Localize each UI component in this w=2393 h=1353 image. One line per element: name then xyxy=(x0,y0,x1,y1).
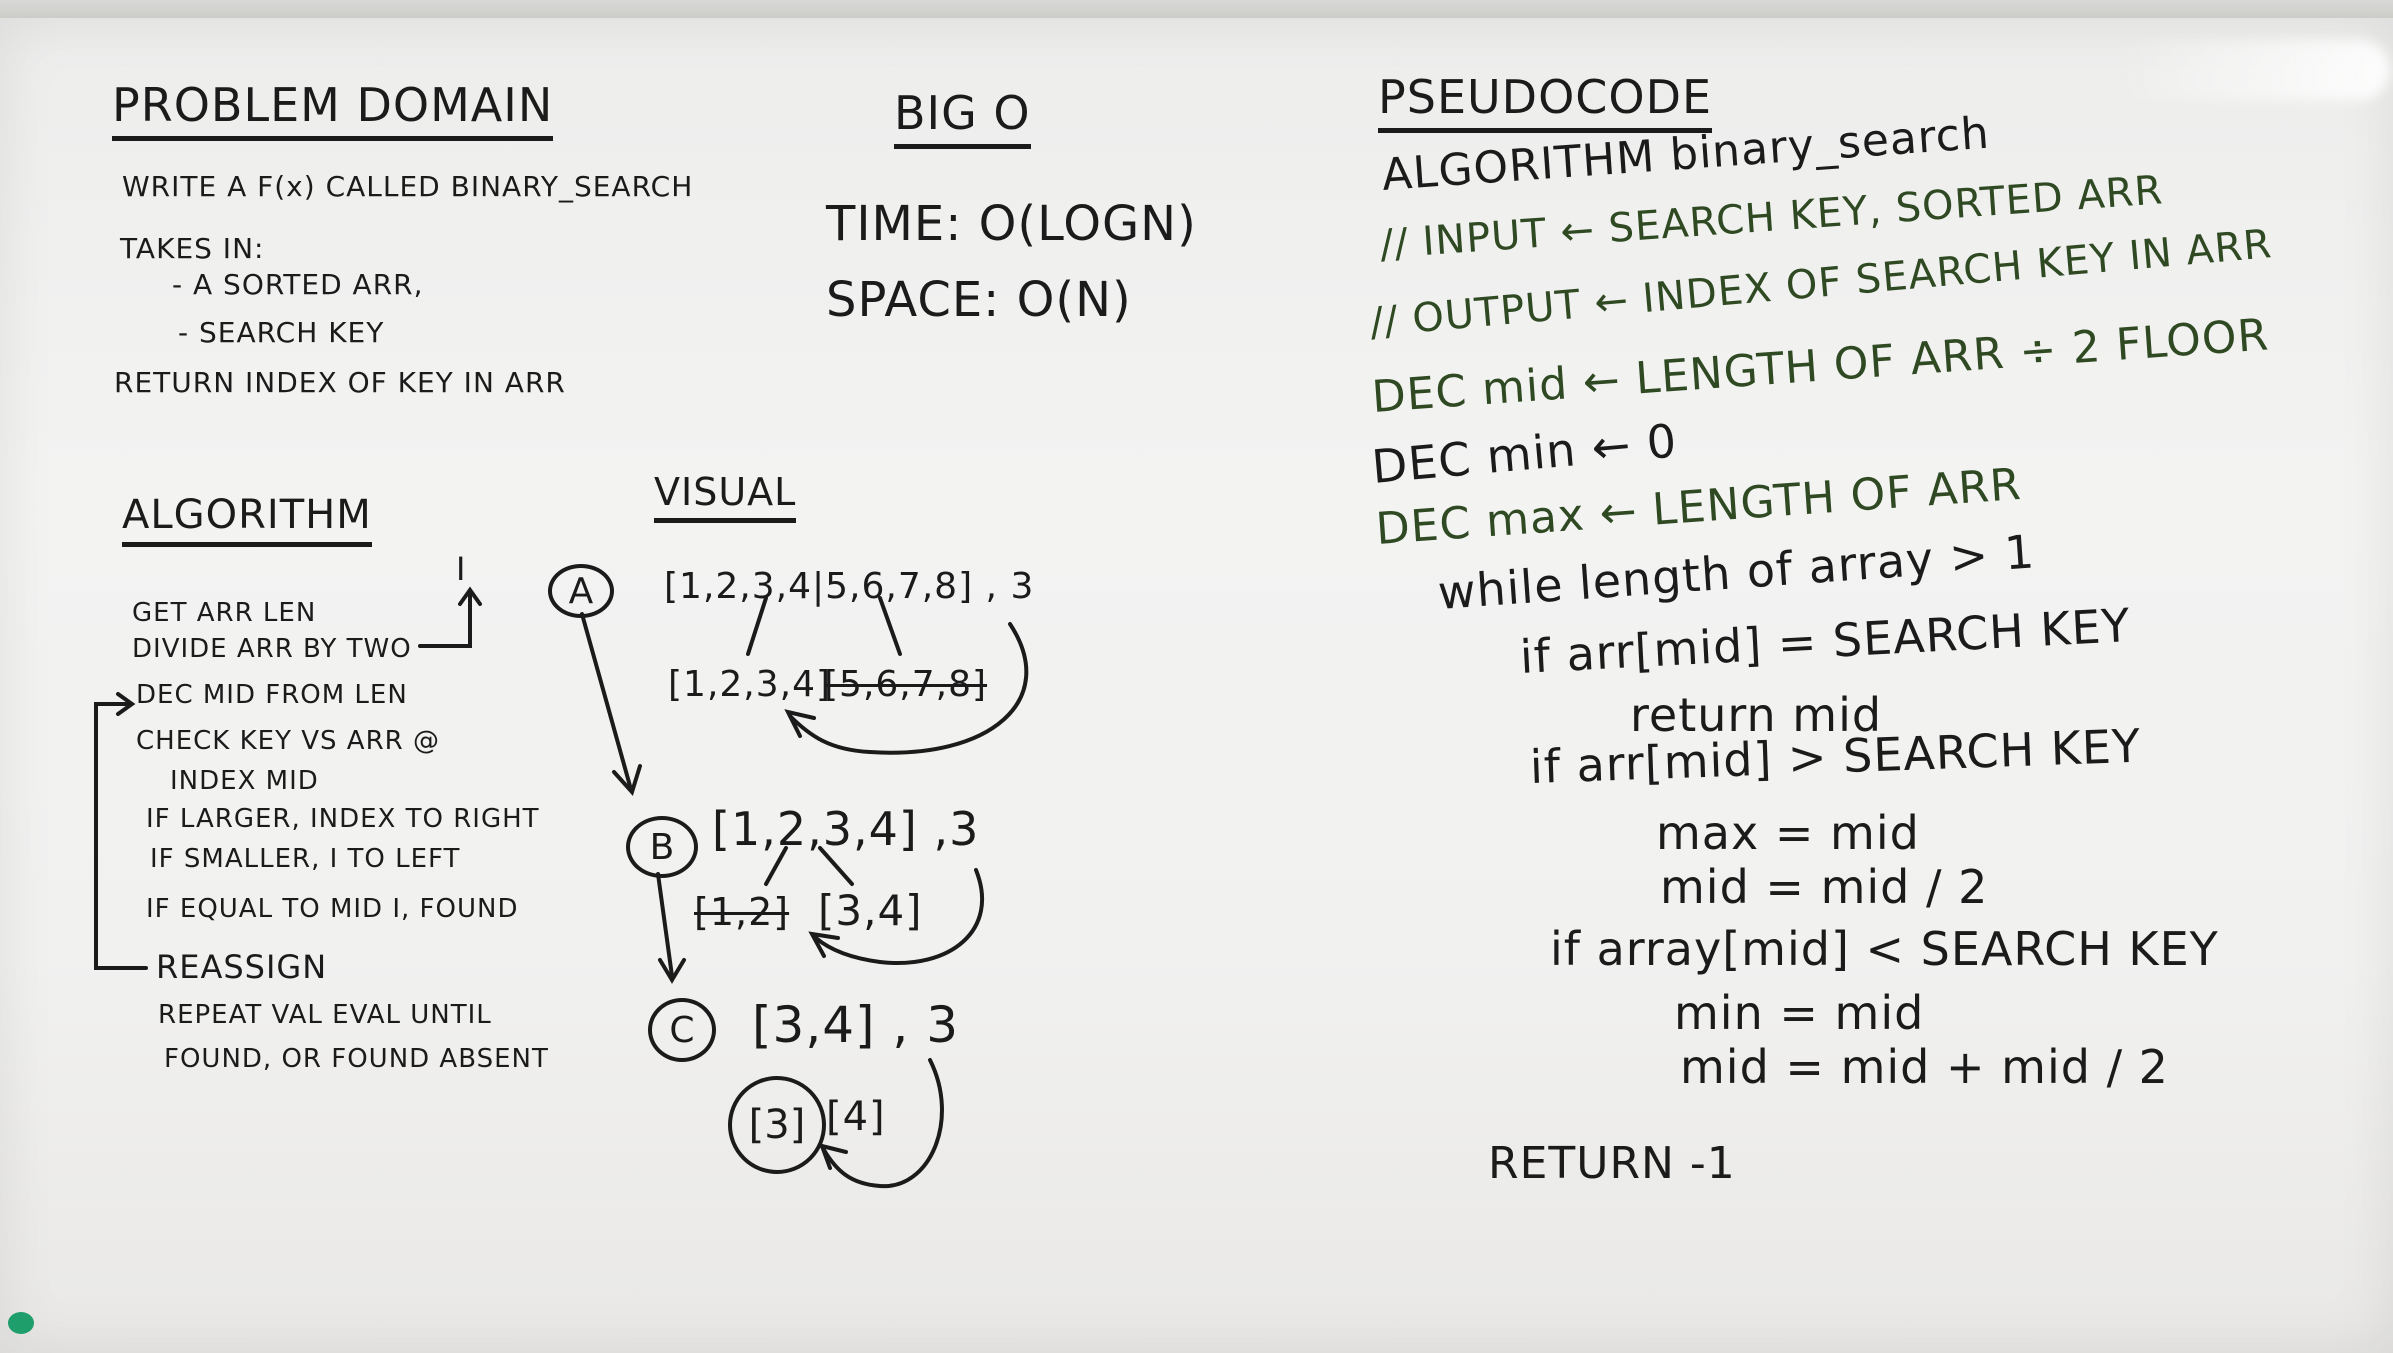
algorithm-step: REASSIGN xyxy=(156,948,328,986)
algorithm-step: GET ARR LEN xyxy=(132,598,317,628)
step-a-right-half: [5,6,7,8] xyxy=(824,664,988,705)
step-c-badge: C xyxy=(648,998,716,1062)
step-b-right-half: [3,4] xyxy=(818,886,923,935)
algorithm-marker: I xyxy=(456,550,467,588)
light-glare xyxy=(2110,40,2390,100)
step-c-right-half: [4] xyxy=(826,1094,886,1140)
problem-line: TAKES IN: xyxy=(120,232,265,265)
whiteboard xyxy=(0,18,2393,1353)
step-b-left-half: [1,2] xyxy=(694,890,790,934)
pseudocode-line: min = mid xyxy=(1674,986,1925,1040)
algorithm-step: CHECK KEY VS ARR @ xyxy=(136,726,440,756)
algorithm-step: INDEX MID xyxy=(170,766,319,796)
visual-heading: VISUAL xyxy=(654,470,797,523)
algorithm-step: IF SMALLER, I TO LEFT xyxy=(150,844,461,874)
algorithm-step: IF EQUAL TO MID I, FOUND xyxy=(146,894,519,924)
pseudocode-line: max = mid xyxy=(1656,806,1920,860)
whiteboard-frame xyxy=(0,0,2393,22)
pseudocode-line: RETURN -1 xyxy=(1488,1138,1736,1189)
algorithm-step: DIVIDE ARR BY TWO xyxy=(132,634,412,664)
pseudocode-heading: PSEUDOCODE xyxy=(1378,70,1713,133)
bigo-heading: BIG O xyxy=(894,86,1031,149)
step-b-badge: B xyxy=(626,816,698,878)
step-a-array: [1,2,3,4|5,6,7,8] , 3 xyxy=(664,566,1035,607)
problem-line: RETURN INDEX OF KEY IN ARR xyxy=(114,366,566,399)
pseudocode-line: mid = mid + mid / 2 xyxy=(1680,1040,2169,1094)
pseudocode-line: if array[mid] < SEARCH KEY xyxy=(1550,922,2219,976)
problem-line: - SEARCH KEY xyxy=(178,316,385,349)
algorithm-step: IF LARGER, INDEX TO RIGHT xyxy=(146,804,540,834)
step-b-array: [1,2,3,4] ,3 xyxy=(712,802,980,856)
algorithm-step: DEC MID FROM LEN xyxy=(136,680,408,710)
algorithm-heading: ALGORITHM xyxy=(122,492,372,547)
pseudocode-line: return mid xyxy=(1630,688,1883,742)
problem-line: - A SORTED ARR, xyxy=(172,268,424,301)
problem-heading: PROBLEM DOMAIN xyxy=(112,78,554,141)
found-circle: [3] xyxy=(728,1076,826,1174)
step-a-badge: A xyxy=(548,564,614,618)
time-complexity: TIME: O(LOGN) xyxy=(826,196,1197,252)
pseudocode-line: mid = mid / 2 xyxy=(1660,860,1989,914)
marker-cap-icon xyxy=(8,1312,34,1334)
step-a-left-half: [1,2,3,4] xyxy=(668,664,832,705)
step-c-array: [3,4] , 3 xyxy=(752,996,960,1054)
problem-line: WRITE A F(x) CALLED BINARY_SEARCH xyxy=(122,170,694,203)
algorithm-step: FOUND, OR FOUND ABSENT xyxy=(164,1044,549,1074)
algorithm-step: REPEAT VAL EVAL UNTIL xyxy=(158,1000,492,1030)
space-complexity: SPACE: O(N) xyxy=(826,272,1132,328)
